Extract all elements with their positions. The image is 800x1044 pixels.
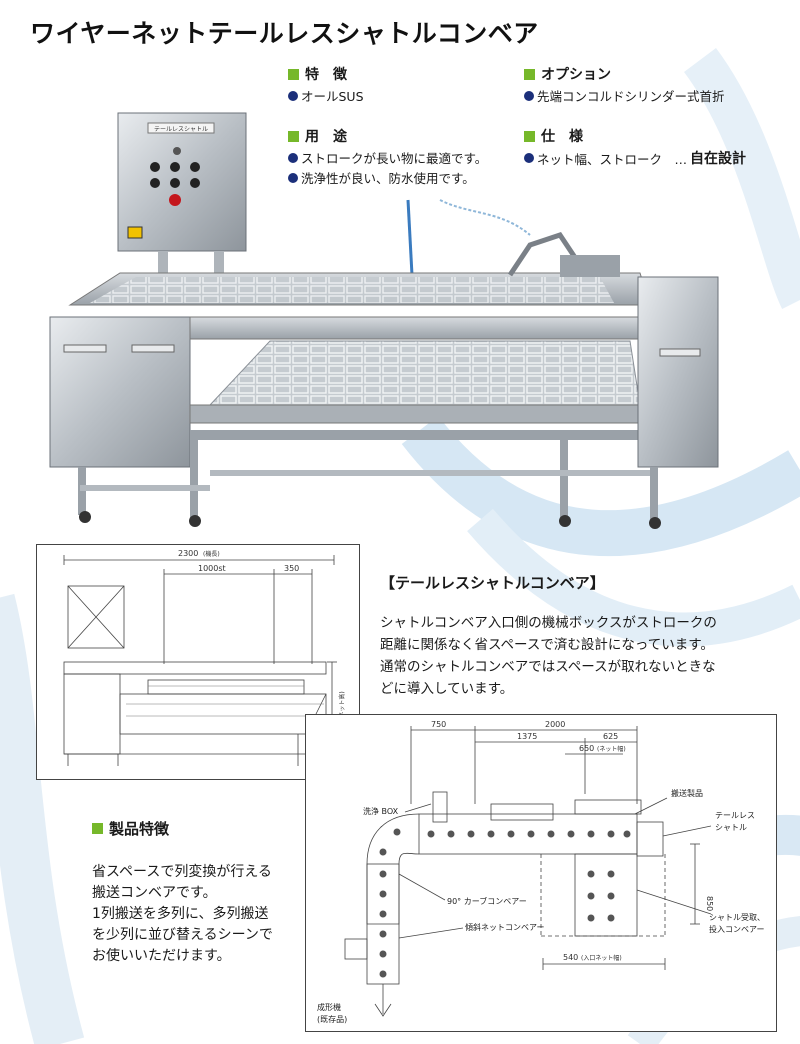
yoto-item-1: ストロークが長い物に最適です。	[288, 148, 487, 167]
description-heading: 【テールレスシャトルコンベア】	[380, 574, 605, 592]
svg-text:625: 625	[603, 732, 618, 741]
panel-label: テールレスシャトル	[154, 126, 208, 133]
bullet-dot-icon	[524, 153, 534, 163]
svg-text:350: 350	[284, 564, 299, 573]
section-yoto: 用 途	[288, 126, 347, 146]
yoto-item-2: 洗浄性が良い、防水使用です。	[288, 168, 475, 187]
svg-text:(機長): (機長)	[203, 550, 220, 558]
green-square-icon	[524, 68, 535, 80]
bullet-dot-icon	[288, 90, 298, 101]
bullet-dot-icon	[524, 90, 534, 101]
label-receive-2: 投入コンベアー	[709, 924, 765, 934]
svg-text:2000: 2000	[545, 720, 565, 729]
side-drawing: 2300 (機長) 1000st 350 900 (ネット高)	[63, 549, 346, 767]
plan-drawing: 750 2000 1375 625 650 (ネット幅) 850 540 (入口…	[317, 720, 765, 1024]
product-features-body: 省スペースで列変換が行える 搬送コンベアです。 1列搬送を多列に、多列搬送 を少…	[92, 864, 273, 964]
svg-text:(ネット幅): (ネット幅)	[597, 745, 626, 753]
option-item: 先端コンコルドシリンダー式首折	[524, 86, 725, 105]
section-heading: 用 途	[305, 129, 347, 145]
section-tokucho: 特 徴	[288, 64, 347, 84]
label-wash-box: 洗浄 BOX	[363, 806, 399, 816]
svg-text:1375: 1375	[517, 732, 537, 741]
label-transport: 搬送製品	[671, 788, 703, 798]
svg-text:(ネット高): (ネット高)	[338, 691, 346, 720]
tokucho-item: オールSUS	[288, 86, 364, 105]
label-receive: シャトル受取、	[709, 912, 765, 922]
svg-text:(入口ネット幅): (入口ネット幅)	[581, 954, 622, 962]
green-square-icon	[92, 823, 103, 834]
label-former: 成形機	[317, 1002, 341, 1012]
svg-text:750: 750	[431, 720, 446, 729]
svg-text:650: 650	[579, 744, 594, 753]
section-shiyo: 仕 様	[524, 126, 583, 146]
machine-photo: テールレスシャトル	[49, 112, 719, 529]
shiyo-item: ネット幅、ストローク … 自在設計	[524, 148, 746, 168]
section-heading: 仕 様	[541, 129, 583, 145]
section-heading: オプション	[541, 67, 611, 83]
label-tailless-2: シャトル	[715, 823, 747, 832]
section-option: オプション	[524, 64, 611, 84]
svg-text:2300: 2300	[178, 549, 198, 558]
page-title: ワイヤーネットテールレスシャトルコンベア	[30, 19, 539, 48]
svg-text:850: 850	[705, 896, 714, 911]
description-body: シャトルコンベア入口側の機械ボックスがストロークの 距離に関係なく省スペースで済…	[380, 615, 717, 697]
label-curve-conveyor: 90° カーブコンベアー	[447, 896, 527, 906]
label-incline-conveyor: 傾斜ネットコンベアー	[465, 922, 545, 932]
section-heading: 特 徴	[305, 67, 347, 83]
svg-text:540: 540	[563, 953, 578, 962]
green-square-icon	[288, 130, 299, 142]
shiyo-emphasis: 自在設計	[690, 151, 747, 167]
section-product-features: 製品特徴	[92, 818, 169, 839]
bullet-dot-icon	[288, 152, 298, 163]
green-square-icon	[288, 68, 299, 80]
green-square-icon	[524, 130, 535, 142]
label-tailless: テールレス	[715, 811, 755, 820]
svg-text:1000st: 1000st	[198, 564, 226, 573]
label-former-2: (既存品)	[317, 1014, 347, 1024]
bullet-dot-icon	[288, 172, 298, 183]
